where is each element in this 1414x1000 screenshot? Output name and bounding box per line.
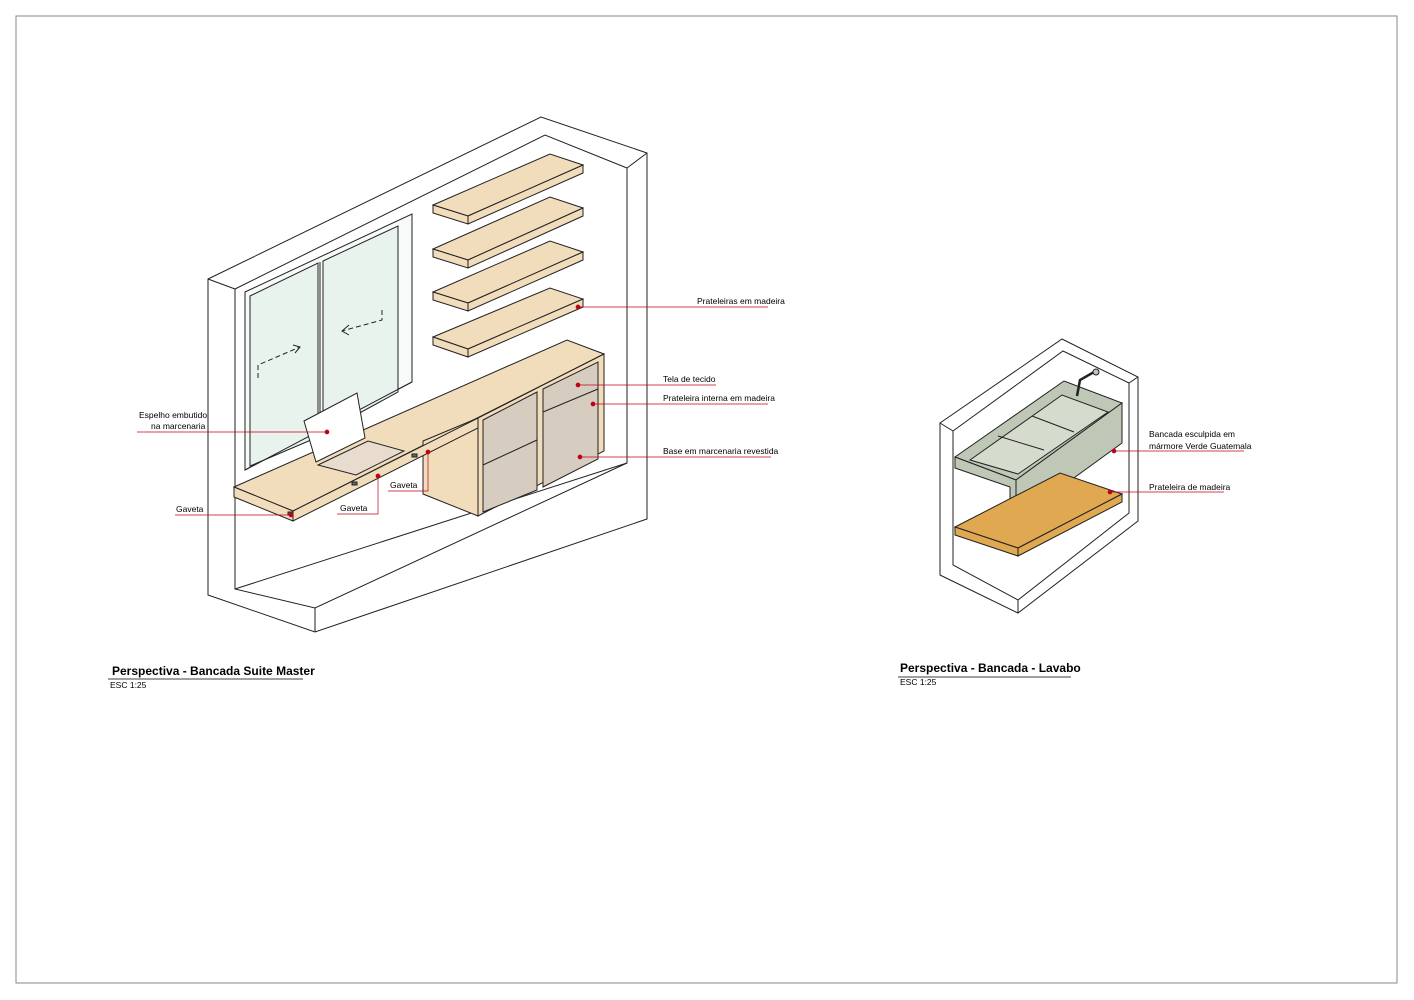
tap-icon [1075,370,1095,397]
niche-right-edge [1128,376,1139,384]
drawer-handle-2 [351,481,358,486]
shelf-2-side [467,207,584,269]
sink-slope-1 [997,435,1045,451]
label-drawer-1: Gaveta [176,504,204,514]
label-lavabo-shelf: Prateleira de madeira [1149,482,1231,492]
left-leaders [137,304,771,518]
shelf-1-side [467,164,584,225]
drawer-handle-3 [411,453,418,458]
wall-right-edge [626,152,648,169]
drawer-strip [292,417,479,522]
wood-shelves [431,153,585,358]
slide-arrow-left-head [341,324,350,336]
label-shelves: Prateleiras em madeira [697,296,785,306]
sink-basin [968,394,1110,475]
mirror-recess [316,440,406,476]
countertop-and-base [232,339,606,522]
cabinet-door-right [542,361,599,488]
tap-base [1092,368,1100,376]
label-mirror-line2: na marcenaria [151,421,206,431]
label-drawer-3: Gaveta [390,480,418,490]
slide-arrow-left-icon [341,310,383,332]
label-inner-shelf: Prateleira interna em madeira [663,393,775,403]
left-view-title: Perspectiva - Bancada Suite Master [112,664,315,678]
slide-arrow-right-icon [257,346,301,378]
label-mirror-line1: Espelho embutido [139,410,207,420]
label-sink-line2: mármore Verde Guatemala [1149,441,1252,451]
suite-master-perspective [207,116,648,633]
label-sink-line1: Bancada esculpida em [1149,429,1235,439]
lavabo-shelf-side [954,526,1019,557]
fold-mirror [303,392,366,463]
window-glass-right [322,225,399,434]
sink-slope-2 [1031,415,1075,433]
door-left-divider [482,439,538,466]
sheet-border [15,15,1398,984]
floor-line [234,462,628,590]
right-view-scale: ESC 1:25 [900,677,937,687]
slide-arrow-right-head [292,344,301,354]
shelf-3-side [467,251,584,312]
right-leaders [1107,448,1244,495]
label-drawer-2: Gaveta [340,503,368,513]
niche-top-edge [939,422,954,432]
door-right-divider [542,388,599,413]
label-fabric: Tela de tecido [663,374,716,384]
right-view-title: Perspectiva - Bancada - Lavabo [900,661,1081,675]
label-base: Base em marcenaria revestida [663,446,779,456]
lavabo-perspective [939,338,1139,614]
wall-top-edge [207,278,236,290]
left-view-scale: ESC 1:25 [110,680,147,690]
